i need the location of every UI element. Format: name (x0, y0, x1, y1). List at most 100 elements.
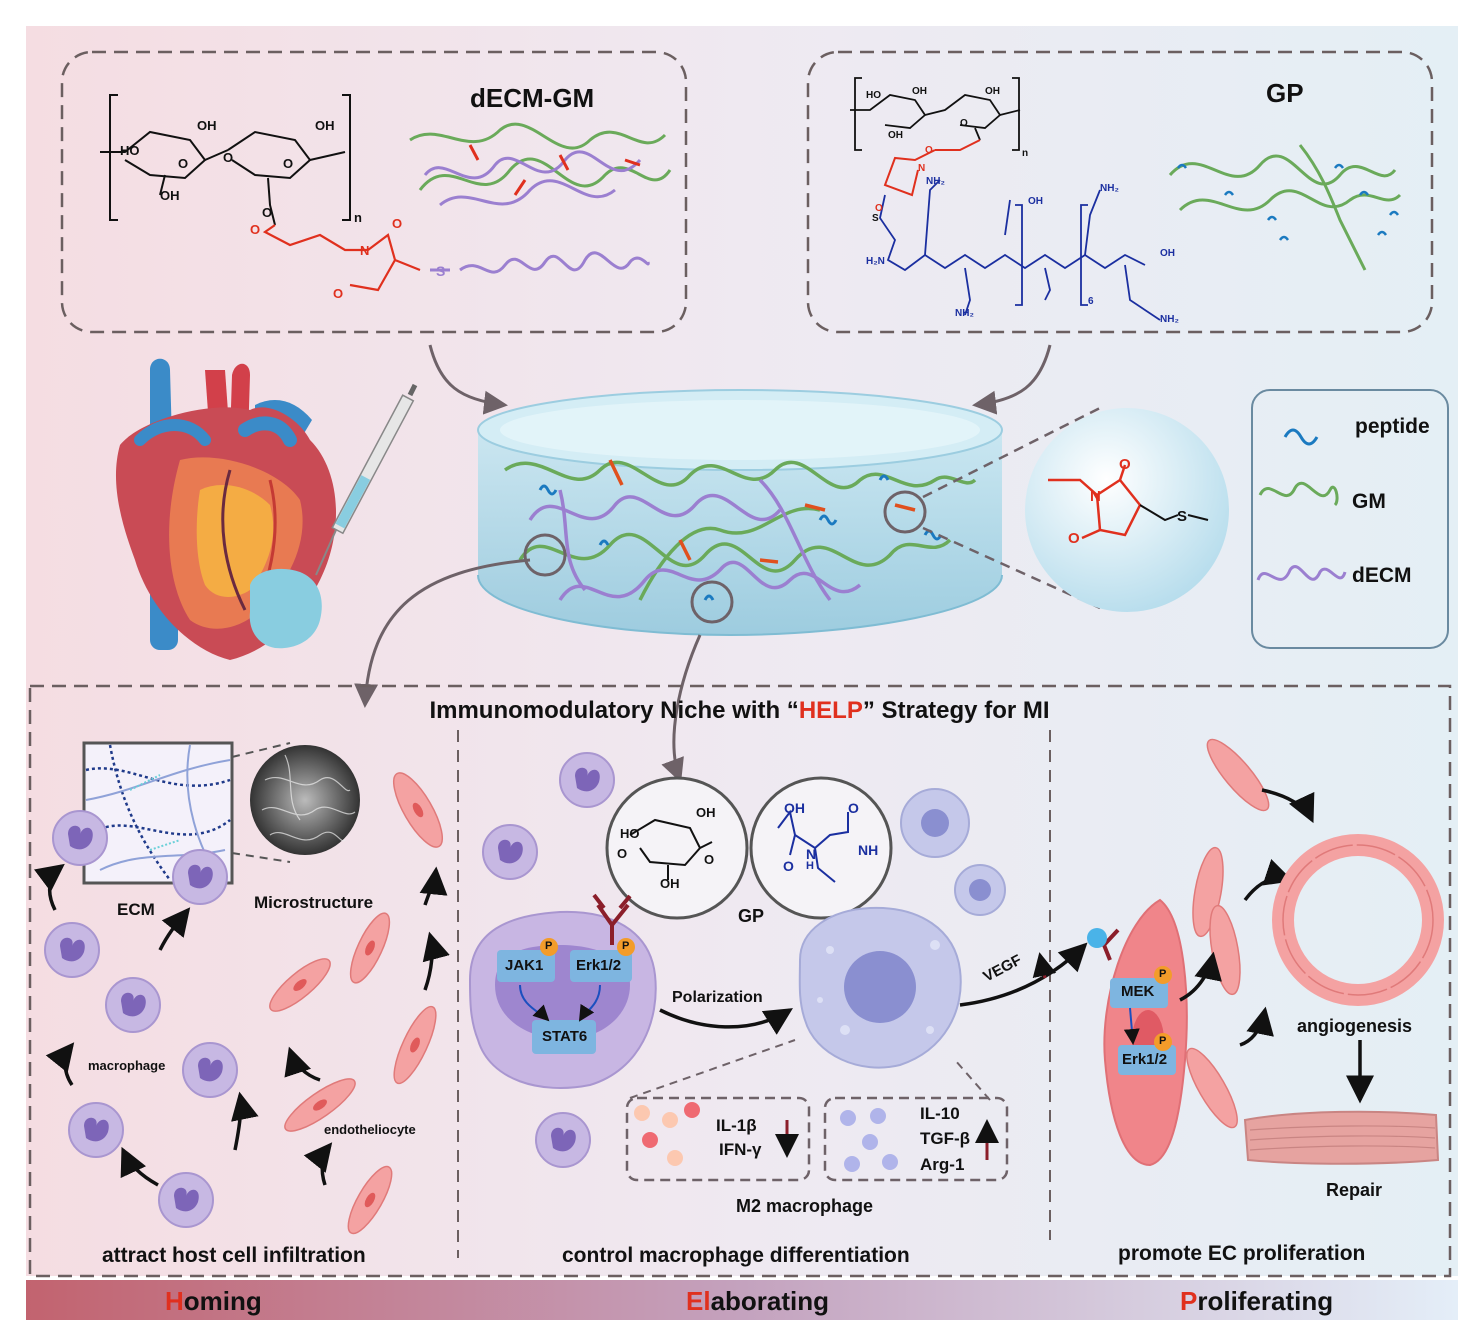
thioether-zoom-sphere (1025, 408, 1229, 612)
chem-label: NH₂ (926, 176, 945, 187)
niche-title: Immunomodulatory Niche with “HELP” Strat… (0, 697, 1479, 725)
help-bar (26, 1280, 1458, 1320)
homing-caption: attract host cell infiltration (102, 1244, 366, 1267)
bar-homing-rest: oming (183, 1286, 262, 1316)
vegf-up-arrow (1032, 952, 1057, 979)
bar-elab-rest: aborating (710, 1286, 830, 1316)
niche-box (28, 684, 1452, 1278)
thioether-structure (1048, 464, 1142, 540)
chem-label: S (1177, 508, 1188, 525)
erk-label: Erk1/2 (576, 957, 622, 974)
chem-label: N (918, 163, 926, 174)
chem-label: O (283, 156, 294, 171)
macrophage-label: macrophage (88, 1058, 166, 1073)
decm-gm-linker (262, 224, 421, 292)
chem-label: O (223, 150, 234, 165)
gp-label: GP (738, 906, 765, 926)
elaborating-macrophages (482, 752, 1006, 1168)
decm-gm-title: dECM-GM (470, 83, 595, 113)
hydrogel-network (503, 460, 977, 602)
chem-label: O (960, 118, 968, 129)
il10-label: IL-10 (920, 1104, 960, 1123)
downregulated-cytokines-box (625, 1096, 811, 1182)
chem-label: O (1119, 456, 1131, 473)
legend-peptide-label: peptide (1355, 415, 1430, 438)
m1-cytokine-dots (634, 1102, 700, 1166)
bar-homing: Homing (165, 1286, 262, 1317)
chem-label: O (875, 203, 883, 214)
repaired-cardiac-tissue (1243, 1110, 1440, 1165)
niche-title-prefix: Immunomodulatory Niche with “ (429, 697, 799, 724)
chem-label: O (925, 145, 933, 156)
chem-label: O (262, 205, 273, 220)
legend-gm-swatch (1258, 481, 1339, 507)
gp-structure (850, 77, 1021, 151)
niche-title-help: HELP (798, 697, 863, 724)
chem-label: O (333, 286, 344, 301)
chem-label: OH (160, 188, 180, 203)
heart-illustration (115, 358, 337, 660)
phospho-label: P (1159, 1035, 1167, 1047)
background-panel (26, 26, 1458, 1276)
phospho-label: P (545, 940, 553, 952)
chem-label: n (1022, 148, 1029, 159)
chem-label: NH (858, 842, 879, 858)
chem-label: O (783, 858, 794, 874)
gp-linker (883, 139, 981, 197)
chem-label: OH (696, 805, 716, 820)
chem-label: O (704, 852, 715, 867)
arrow-decm-gm-to-dish (428, 344, 508, 415)
chem-label: n (354, 210, 362, 225)
legend-decm-swatch (1256, 565, 1347, 581)
bar-elab-first: El (686, 1286, 711, 1316)
syringe-illustration (315, 383, 418, 576)
ecm-label: ECM (117, 900, 155, 919)
upregulated-cytokines-box (823, 1096, 1009, 1182)
chem-label: OH (1028, 196, 1043, 207)
hydrogel-dish (477, 389, 1003, 637)
zoom-circle-bottom (690, 580, 734, 624)
chem-label: N (360, 243, 370, 258)
jak1-label: JAK1 (505, 957, 544, 974)
hydrogel-peptides (538, 474, 943, 601)
zoom-circle-left (523, 533, 567, 577)
mek-erk-signalling (1110, 966, 1176, 1075)
arrow-dish-to-homing (354, 558, 531, 708)
chem-label: OH (912, 86, 927, 97)
endotheliocyte-label: endotheliocyte (324, 1122, 416, 1137)
bar-homing-first: H (165, 1286, 184, 1316)
chem-label: N (806, 846, 817, 862)
gp-title: GP (1266, 78, 1304, 108)
chem-label: O (250, 222, 261, 237)
microstructure-label: Microstructure (254, 893, 374, 912)
arrow-gp-to-dish (972, 344, 1052, 415)
niche-title-suffix: ” Strategy for MI (862, 697, 1050, 724)
il1b-label: IL-1β (716, 1116, 757, 1135)
chem-label: OH (1160, 248, 1175, 259)
blood-vessel-ring (1272, 834, 1444, 1006)
chem-label: H (806, 860, 814, 872)
decm-gm-network (409, 122, 672, 207)
chem-label: 6 (1088, 296, 1094, 307)
chem-label: HO (620, 826, 640, 841)
legend-decm-label: dECM (1352, 564, 1412, 587)
gp-peptide-circle (749, 776, 893, 920)
chem-label: NH₂ (1100, 183, 1119, 194)
legend-peptide-swatch (1283, 428, 1319, 446)
arrow-dish-to-gp (661, 634, 702, 783)
receptor-antibody-elab (592, 893, 632, 945)
gp-peptide-backbone (879, 179, 1161, 321)
chem-label: O (848, 800, 859, 816)
chem-label: O (178, 156, 189, 171)
tgfb-label: TGF-β (920, 1129, 971, 1148)
chem-label: O (617, 846, 628, 861)
chem-label: OH (660, 876, 680, 891)
bar-elaborating: Elaborating (686, 1286, 829, 1317)
phospho-label: P (622, 940, 630, 952)
homing-migration-arrows (34, 863, 450, 1187)
bar-prolif-rest: roliferating (1197, 1286, 1334, 1316)
legend-gm-label: GM (1352, 490, 1386, 513)
repair-label: Repair (1326, 1180, 1383, 1200)
homing-macrophages (44, 810, 238, 1228)
